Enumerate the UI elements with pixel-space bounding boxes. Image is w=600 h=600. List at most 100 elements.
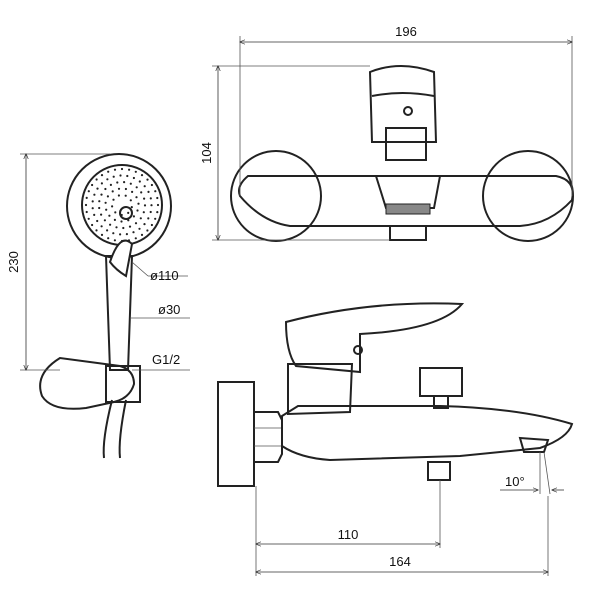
nozzle-dot <box>134 237 137 240</box>
nozzle-dot <box>146 178 149 181</box>
nozzle-dot <box>114 211 117 214</box>
nozzle-dot <box>154 217 157 220</box>
nozzle-dot <box>117 187 121 190</box>
nozzle-dot <box>143 185 146 188</box>
nozzle-dot <box>107 170 110 173</box>
nozzle-dot <box>107 237 110 240</box>
label-handle-diameter: ø30 <box>158 302 180 317</box>
nozzle-dot <box>112 198 115 201</box>
nozzle-dot <box>85 196 88 199</box>
nozzle-dot <box>139 217 142 220</box>
label-head-diameter: ø110 <box>150 268 179 283</box>
diverter-side <box>419 367 463 397</box>
nozzle-dot <box>127 211 130 214</box>
label-angle: 10° <box>505 474 525 489</box>
nozzle-dot <box>156 203 160 207</box>
diverter-stem <box>433 395 449 409</box>
shower-head-inner <box>81 164 163 246</box>
top-view: 196 104 <box>199 24 574 242</box>
nozzle-dot <box>104 201 107 204</box>
label-thread: G1/2 <box>152 352 180 367</box>
dim-label-164: 164 <box>389 554 411 569</box>
left-rosette <box>230 150 322 242</box>
nozzle-dot <box>149 210 152 214</box>
spout-top <box>374 175 442 209</box>
nozzle-dot <box>124 187 127 191</box>
nozzle-dot <box>87 190 90 193</box>
nozzle-dot <box>108 214 111 217</box>
hex-nut <box>253 411 283 463</box>
nozzle-dot <box>132 176 135 180</box>
nozzle-dot <box>105 208 108 211</box>
angle-tilted <box>543 451 551 495</box>
nozzle-dot <box>122 226 125 230</box>
lever-hole <box>403 106 413 116</box>
center-ring <box>119 206 133 220</box>
handle-grip <box>108 239 134 278</box>
nozzle-dot <box>150 183 153 187</box>
nozzle-dot <box>116 181 119 184</box>
nozzle-dot <box>84 203 88 207</box>
nozzle-dot <box>98 200 101 203</box>
nozzle-dot <box>96 187 99 190</box>
nozzle-dot <box>143 204 147 207</box>
lever-top <box>368 65 438 143</box>
nozzle-dot <box>132 215 135 218</box>
nozzle-dot <box>95 229 98 232</box>
nozzle-dot <box>143 197 146 200</box>
nozzle-dot <box>129 182 132 185</box>
nozzle-dot <box>93 213 96 216</box>
lever-side <box>284 302 465 374</box>
nozzle-dot <box>129 199 132 202</box>
nozzle-dot <box>100 182 103 185</box>
nozzle-dot <box>91 207 94 210</box>
nozzle-dot <box>135 196 138 199</box>
dim-label-230: 230 <box>6 251 21 273</box>
nozzle-dot <box>100 174 104 177</box>
nozzle-dot <box>136 209 139 212</box>
nozzle-dot <box>113 168 117 171</box>
nozzle-dot <box>119 174 122 177</box>
nozzle-dot <box>111 205 114 208</box>
dim-label-196: 196 <box>395 24 417 39</box>
nozzle-dot <box>140 191 143 194</box>
nozzle-dot <box>128 168 131 171</box>
nozzle-dot <box>109 183 112 186</box>
cartridge-housing <box>287 363 354 416</box>
spout-tip <box>518 436 550 453</box>
nozzle-dot <box>134 222 138 225</box>
nozzle-dot <box>138 227 141 230</box>
nozzle-dot <box>147 190 150 193</box>
lever-edge <box>371 92 435 97</box>
nozzle-dot <box>120 220 123 223</box>
nozzle-dot <box>143 223 146 226</box>
nozzle-dot <box>134 170 137 173</box>
nozzle-dot <box>100 193 103 196</box>
nozzle-dot <box>138 180 141 183</box>
right-rosette <box>482 150 574 242</box>
nozzle-dot <box>135 186 138 189</box>
nozzle-dot <box>140 174 144 177</box>
nozzle-dot <box>103 219 106 222</box>
nozzle-dot <box>112 175 115 178</box>
aerator <box>385 203 431 215</box>
wall-flange <box>217 381 255 487</box>
nozzle-dot <box>112 232 115 235</box>
nozzle-dot <box>87 217 90 220</box>
nozzle-dot <box>132 231 135 234</box>
nozzle-dot <box>98 206 101 210</box>
nozzle-dot <box>140 233 144 236</box>
nozzle-pattern <box>84 167 160 243</box>
nozzle-dot <box>100 213 103 216</box>
nozzle-dot <box>150 204 153 207</box>
leader-110 <box>131 261 149 277</box>
nozzle-dot <box>109 223 112 226</box>
hose-edge <box>118 399 127 459</box>
lever-pin <box>353 345 363 355</box>
nozzle-dot <box>146 229 149 232</box>
nozzle-dot <box>91 200 94 203</box>
nozzle-dot <box>85 210 88 214</box>
nozzle-dot <box>91 223 94 227</box>
side-view: 10° 110 164 <box>217 302 574 576</box>
